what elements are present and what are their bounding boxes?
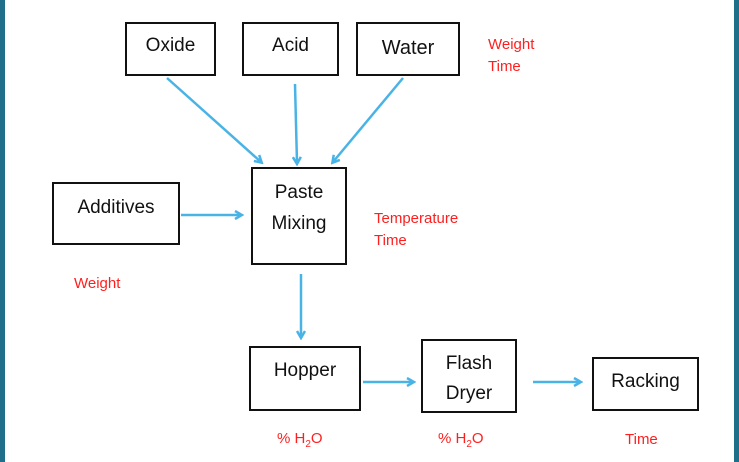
node-flash-dryer-label-line2: Dryer [445, 383, 493, 404]
annotation-additives-text: Weight [74, 275, 121, 292]
annotation-additives: Weight [74, 273, 120, 295]
arrow-acid-to-paste [295, 83, 297, 163]
node-additives: Additives [52, 182, 180, 245]
annotation-flash-dryer-sub: 2 [466, 439, 472, 450]
annotation-paste-mixing: Temperature Time [374, 208, 458, 252]
node-hopper-label: Hopper [273, 360, 337, 381]
node-paste-mixing-label-line2: Mixing [271, 213, 327, 234]
annotation-flash-dryer-prefix: % H [438, 430, 467, 447]
annotation-water-line2: Time [488, 58, 521, 75]
node-flash-dryer-label-line1: Flash [445, 353, 493, 374]
annotation-hopper-prefix: % H [277, 430, 306, 447]
annotation-paste-mixing-line1: Temperature [374, 210, 459, 227]
arrow-water-to-paste [333, 77, 404, 162]
node-acid: Acid [242, 22, 339, 76]
node-additives-label: Additives [77, 197, 155, 218]
arrow-oxide-to-paste [166, 77, 261, 162]
node-water-label: Water [381, 37, 435, 59]
flow-arrows [166, 77, 739, 462]
annotation-hopper-tail: O [310, 430, 323, 447]
node-acid-label: Acid [272, 35, 309, 56]
node-racking-label: Racking [611, 371, 680, 392]
node-flash-dryer: Flash Dryer [421, 339, 517, 413]
annotation-paste-mixing-line2: Time [374, 232, 407, 249]
annotation-water-line1: Weight [488, 36, 535, 53]
annotation-water: Weight Time [488, 34, 534, 78]
node-paste-mixing-label-line1: Paste [274, 182, 324, 203]
annotation-hopper-sub: 2 [305, 439, 311, 450]
annotation-flash-dryer: % H2O [438, 428, 484, 456]
annotation-racking: Time [625, 429, 658, 451]
annotation-hopper: % H2O [277, 428, 323, 456]
annotation-flash-dryer-text: % H2O [438, 428, 484, 456]
node-paste-mixing: Paste Mixing [251, 167, 347, 265]
annotation-flash-dryer-tail: O [471, 430, 484, 447]
annotation-hopper-text: % H2O [277, 428, 323, 456]
node-oxide: Oxide [125, 22, 216, 76]
node-water: Water [356, 22, 460, 76]
node-oxide-label: Oxide [145, 35, 196, 56]
node-racking: Racking [592, 357, 699, 411]
node-hopper: Hopper [249, 346, 361, 411]
annotation-racking-text: Time [625, 431, 658, 448]
